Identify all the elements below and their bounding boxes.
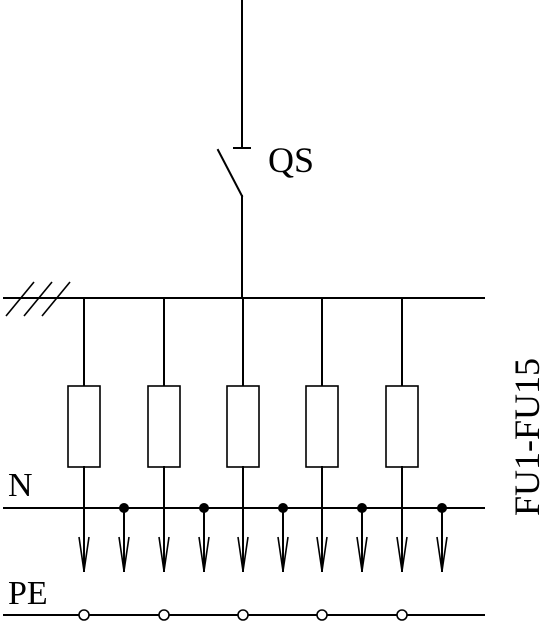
switch-blade [216,148,244,198]
pe-terminal [237,609,249,621]
phase-outlet-arrow [237,466,249,572]
pe-terminal [78,609,90,621]
pe-terminal [396,609,408,621]
fuse-branch [67,297,130,572]
pe-terminals [78,609,408,621]
phase-outlet-arrow [396,466,408,572]
neutral-outlet-arrow [277,507,289,572]
fuse-branches [67,297,448,572]
incoming-feeder [216,0,251,299]
phase-outlet-arrow [78,466,90,572]
neutral-outlet-arrow [118,507,130,572]
pe-terminal [158,609,170,621]
neutral-outlet-arrow [198,507,210,572]
fuse [147,385,181,468]
switch-label: QS [268,140,314,180]
neutral-outlet-arrow [436,507,448,572]
fuse [385,385,419,468]
fuse-branch [147,297,210,572]
pe-label: PE [8,575,48,612]
fuse [305,385,339,468]
fuse-group-label: FU1-FU15 [507,358,547,516]
fuse [226,385,260,468]
neutral-outlet-arrow [356,507,368,572]
fuse-branch [226,297,289,572]
phase-outlet-arrow [158,466,170,572]
fuse [67,385,101,468]
phase-outlet-arrow [316,466,328,572]
fuse-branch [385,297,448,572]
fuse-branch [305,297,368,572]
neutral-label: N [8,467,33,504]
pe-terminal [316,609,328,621]
